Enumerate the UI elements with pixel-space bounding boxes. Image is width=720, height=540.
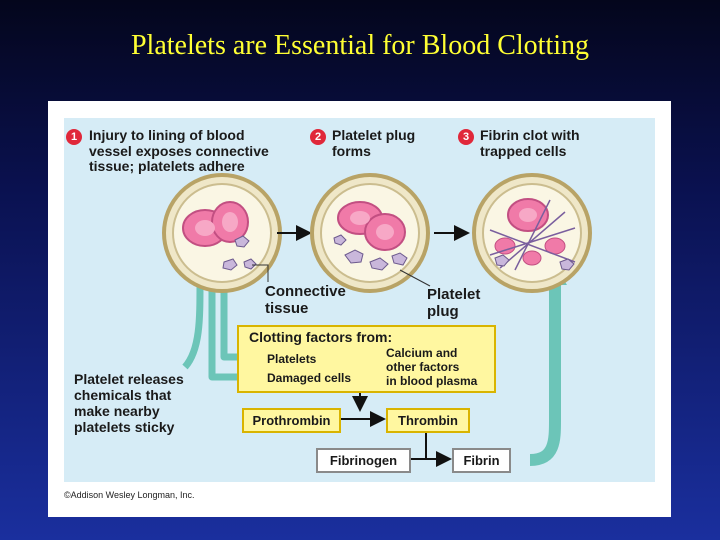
step-2-caption: Platelet plug forms [332, 127, 416, 159]
clotting-factors-title: Clotting factors from: [249, 329, 393, 345]
platelet-releases-label: Platelet releases chemicals that make ne… [74, 371, 184, 435]
step-3-badge: 3 [458, 129, 474, 145]
vessel-2 [310, 173, 430, 293]
connective-tissue-leader [252, 264, 269, 282]
step-2-badge: 2 [310, 129, 326, 145]
vessel-3 [472, 173, 592, 293]
vessel-1 [162, 173, 282, 293]
clotting-factor-platelets: Platelets [267, 352, 317, 366]
prothrombin-box: Prothrombin [242, 408, 341, 433]
fibrin-box: Fibrin [452, 448, 511, 473]
clotting-factor-calcium: Calcium and other factors in blood plasm… [386, 346, 478, 388]
step-1-caption: Injury to lining of blood vessel exposes… [89, 127, 269, 174]
clotting-factors-box [237, 325, 496, 393]
platelet-plug-label: Platelet plug [427, 286, 481, 320]
thrombin-box: Thrombin [386, 408, 470, 433]
step-3-caption: Fibrin clot with trapped cells [480, 127, 580, 159]
fibrinogen-box: Fibrinogen [316, 448, 411, 473]
clotting-factor-damaged-cells: Damaged cells [267, 371, 352, 385]
fibrin-to-clot-arrow [529, 280, 561, 466]
step-1-badge: 1 [66, 129, 82, 145]
copyright-text: ©Addison Wesley Longman, Inc. [64, 490, 195, 500]
platelet-plug-leader [399, 269, 431, 287]
connective-tissue-label: Connective tissue [265, 283, 346, 317]
slide-title: Platelets are Essential for Blood Clotti… [130, 30, 590, 61]
chemical-release-arrows [182, 281, 240, 381]
